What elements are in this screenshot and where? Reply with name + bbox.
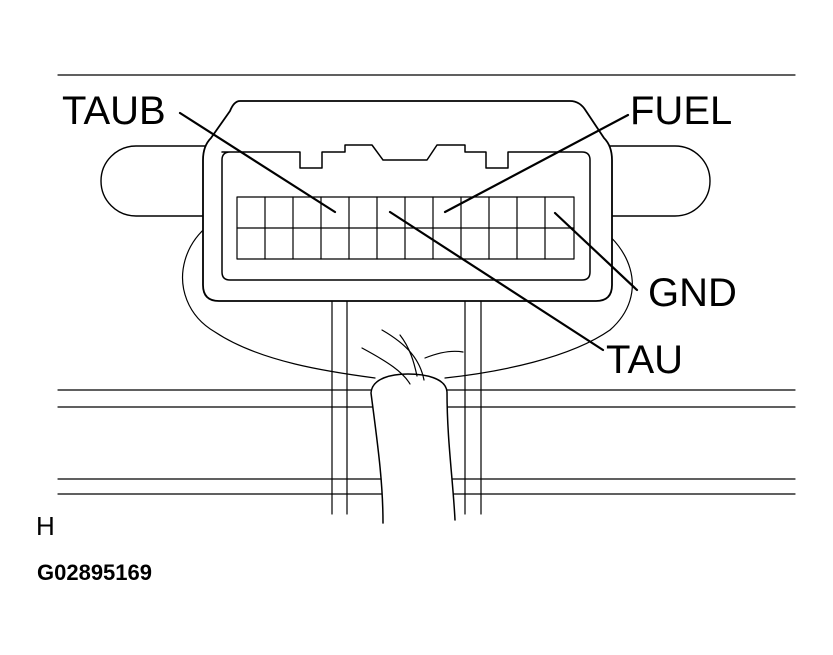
cable-jacket bbox=[370, 373, 456, 524]
left-mounting-ear bbox=[100, 145, 206, 217]
connector-inner-face bbox=[221, 144, 591, 281]
right-mounting-ear bbox=[603, 145, 711, 217]
view-marker: H bbox=[36, 511, 55, 541]
leader-gnd bbox=[553, 211, 639, 292]
connector-body bbox=[202, 100, 613, 302]
leader-lines bbox=[178, 111, 639, 352]
label-fuel: FUEL bbox=[630, 89, 733, 133]
terminal-grid bbox=[236, 196, 575, 260]
cable-fan-wires bbox=[361, 329, 464, 385]
leader-fuel bbox=[443, 113, 630, 214]
leader-taub bbox=[178, 111, 337, 214]
label-taub: TAUB bbox=[62, 89, 166, 133]
label-gnd: GND bbox=[648, 271, 737, 315]
figure-code: G02895169 bbox=[37, 560, 152, 585]
leader-tau bbox=[388, 210, 605, 352]
label-tau: TAU bbox=[606, 338, 684, 382]
wire-bundle-verticals bbox=[331, 299, 482, 515]
